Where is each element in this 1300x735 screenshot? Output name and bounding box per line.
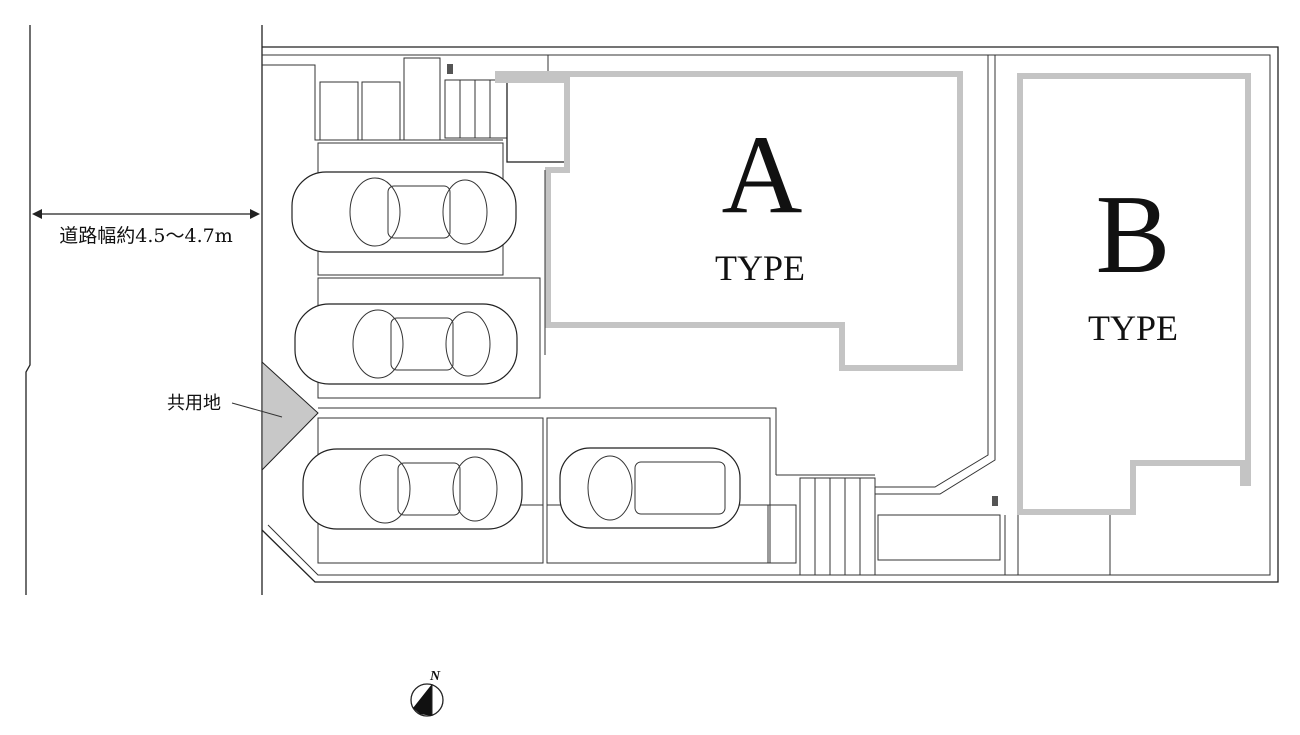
common-area (261, 360, 319, 472)
building-b-outline (1017, 73, 1251, 515)
car-2 (294, 303, 518, 385)
storage-boxes (319, 57, 998, 506)
entrance-stairs-b (776, 474, 876, 576)
building-b-letter: B (1096, 173, 1171, 297)
common-area-leader-line (231, 402, 283, 418)
car-4 (559, 447, 741, 529)
road-width-label: 道路幅約4.5〜4.7m (59, 225, 232, 247)
building-a-outline (495, 71, 963, 371)
car-1 (291, 171, 517, 253)
common-area-label: 共用地 (167, 393, 221, 414)
building-b-type-label: TYPE (1088, 308, 1178, 348)
building-a-type-label: TYPE (715, 248, 805, 288)
car-3 (302, 448, 523, 530)
building-a-letter: A (722, 113, 803, 237)
north-compass-icon (410, 683, 444, 717)
north-label: N (429, 669, 441, 684)
road-width-dimension-arrow (32, 209, 260, 219)
road (25, 25, 263, 595)
